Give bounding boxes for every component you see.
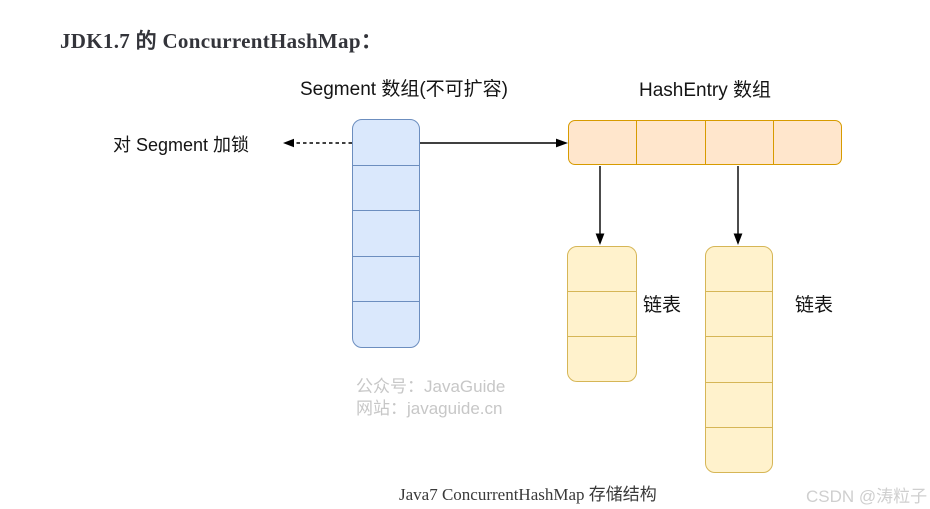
segment-array-cell xyxy=(353,255,419,302)
javaguide-watermark: 公众号：JavaGuide 网站：javaguide.cn xyxy=(356,376,505,420)
linked-list-left xyxy=(567,246,637,382)
hashentry-array-cell xyxy=(569,121,636,164)
linked-list-cell xyxy=(706,336,772,381)
segment-array-cell xyxy=(353,210,419,256)
hashentry-array xyxy=(568,120,842,165)
linked-list-cell xyxy=(706,247,772,291)
linked-list-right xyxy=(705,246,773,473)
hashentry-array-cell xyxy=(704,121,773,164)
segment-array-label: Segment 数组(不可扩容) xyxy=(300,79,508,100)
linked-list-cell xyxy=(568,336,636,381)
hashentry-array-cell xyxy=(772,121,841,164)
hashentry-to-left-list-arrow-icon xyxy=(595,166,605,245)
linked-list-cell xyxy=(706,291,772,336)
linked-list-cell xyxy=(568,247,636,291)
hashentry-array-cell xyxy=(636,121,704,164)
segment-array xyxy=(352,119,420,348)
segment-array-cell xyxy=(353,301,419,347)
segment-lock-annotation: 对 Segment 加锁 xyxy=(113,135,250,155)
segment-array-cell xyxy=(353,120,419,165)
hashentry-array-label: HashEntry 数组 xyxy=(639,80,771,101)
linked-list-cell xyxy=(568,291,636,336)
segment-array-cell xyxy=(353,164,419,211)
linked-list-cell xyxy=(706,426,772,472)
lock-dashed-arrow-icon xyxy=(283,138,352,148)
segment-to-hashentry-arrow-icon xyxy=(420,138,568,148)
figure-caption: Java7 ConcurrentHashMap 存储结构 xyxy=(399,485,657,504)
javaguide-watermark-line2: 网站：javaguide.cn xyxy=(356,399,503,418)
linked-list-cell xyxy=(706,381,772,427)
javaguide-watermark-line1: 公众号：JavaGuide xyxy=(356,377,506,396)
linked-list-right-label: 链表 xyxy=(795,295,834,316)
linked-list-left-label: 链表 xyxy=(643,295,682,316)
page-title: JDK1.7 的 ConcurrentHashMap： xyxy=(60,29,383,53)
csdn-watermark: CSDN @涛粒子 xyxy=(806,487,928,506)
hashentry-to-right-list-arrow-icon xyxy=(733,166,743,245)
